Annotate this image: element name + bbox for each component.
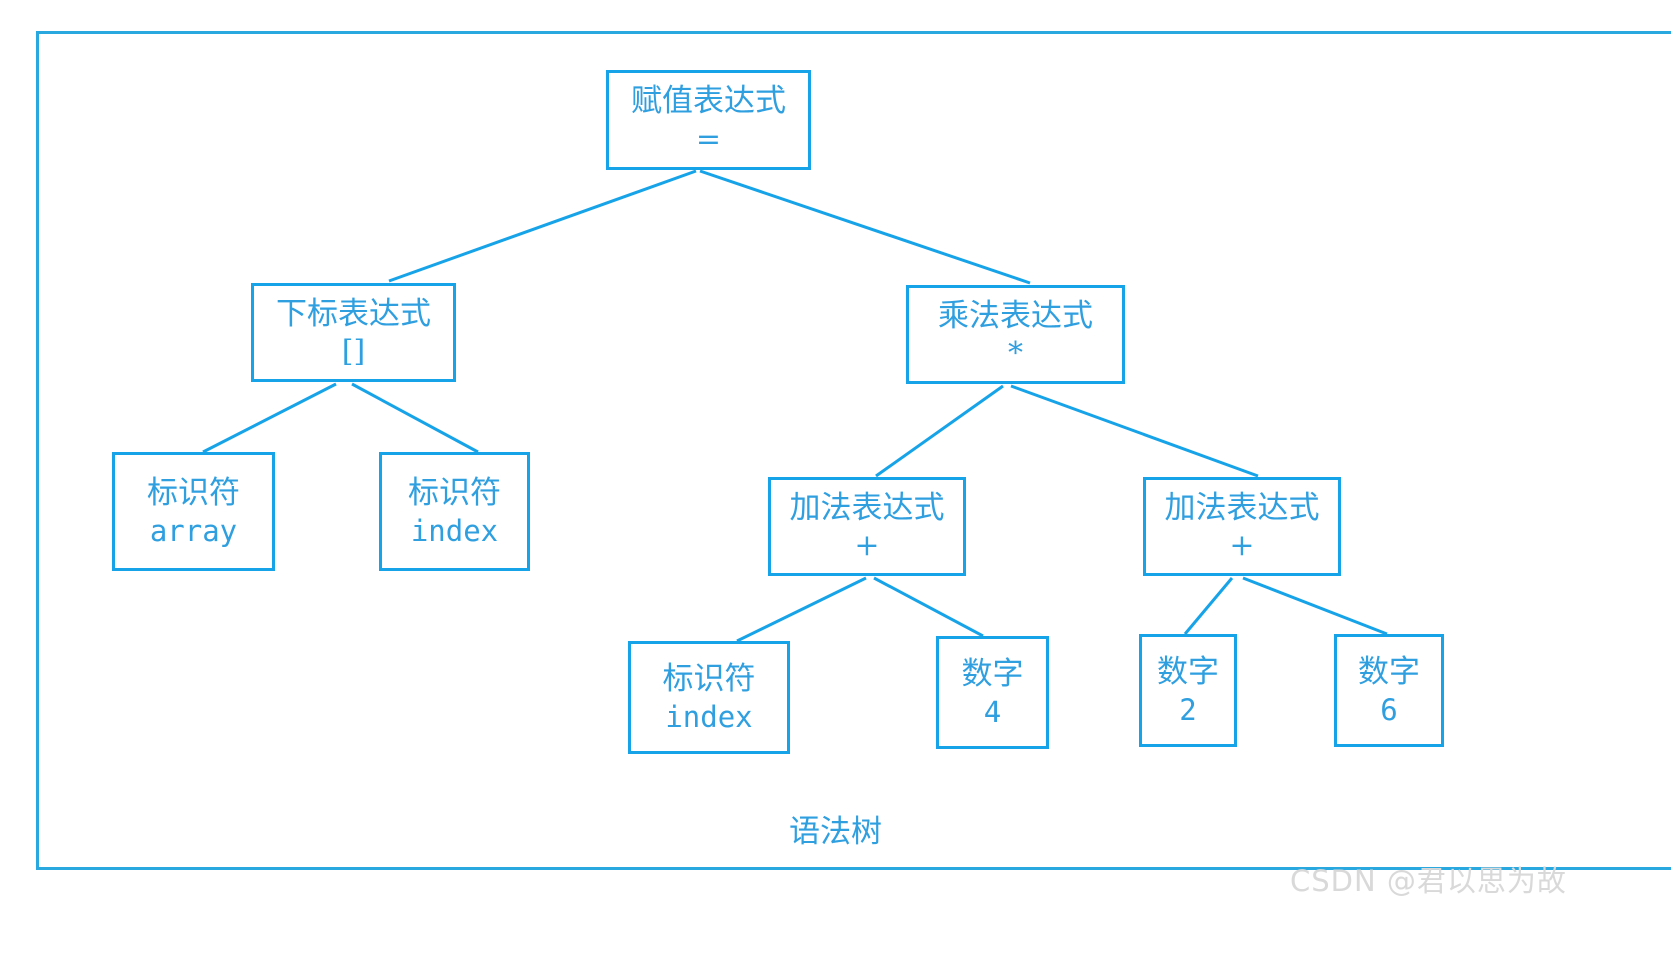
tree-node-value: array <box>149 513 238 548</box>
tree-node-label: 乘法表达式 <box>938 297 1093 334</box>
tree-node-label: 数字 <box>1157 654 1219 691</box>
tree-node-assign: 赋值表达式= <box>606 70 811 170</box>
tree-node-value: 2 <box>1179 692 1197 727</box>
tree-node-label: 标识符 <box>408 475 501 512</box>
tree-node-mul: 乘法表达式* <box>906 285 1125 384</box>
tree-node-value: = <box>695 121 722 157</box>
tree-node-label: 标识符 <box>147 475 240 512</box>
diagram-frame <box>36 31 1671 870</box>
tree-node-label: 数字 <box>961 656 1024 693</box>
tree-node-label: 下标表达式 <box>276 295 431 332</box>
tree-node-add2: 加法表达式+ <box>1143 477 1341 576</box>
tree-node-value: * <box>1008 336 1023 372</box>
tree-node-sub: 下标表达式[] <box>251 283 456 382</box>
tree-node-value: + <box>1229 528 1255 564</box>
tree-node-value: + <box>854 528 880 564</box>
csdn-watermark: CSDN @君以思为故 <box>1290 864 1567 898</box>
tree-node-value: index <box>410 513 499 548</box>
tree-node-label: 加法表达式 <box>1164 489 1320 526</box>
tree-node-label: 赋值表达式 <box>631 83 786 120</box>
tree-node-label: 加法表达式 <box>789 489 945 526</box>
tree-node-add1: 加法表达式+ <box>768 477 966 576</box>
tree-node-value: 4 <box>983 694 1002 729</box>
tree-node-value: 6 <box>1380 692 1398 727</box>
tree-node-value: [] <box>341 334 366 370</box>
diagram-caption: 语法树 <box>789 814 882 850</box>
tree-node-value: index <box>665 699 753 734</box>
tree-node-label: 数字 <box>1358 654 1420 691</box>
tree-node-label: 标识符 <box>662 661 756 698</box>
